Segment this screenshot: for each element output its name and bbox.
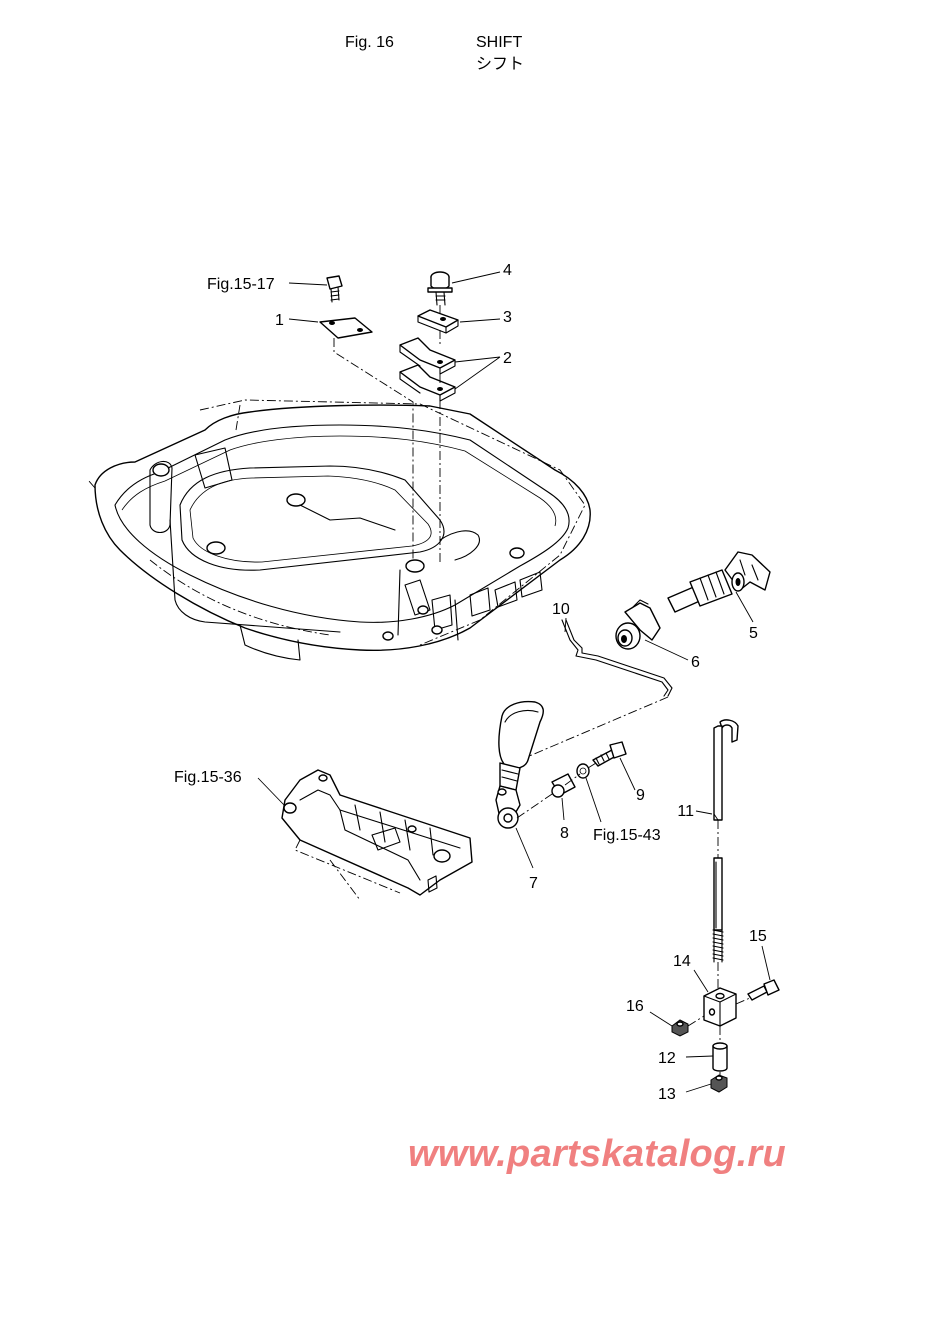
callout-6: 6 bbox=[691, 654, 700, 671]
part-2-plates bbox=[399, 337, 456, 402]
part-11-shift-rod bbox=[712, 719, 739, 963]
figure-number: Fig. 16 bbox=[345, 34, 394, 51]
callout-1: 1 bbox=[275, 312, 284, 329]
washer bbox=[576, 763, 590, 779]
part-6-bracket bbox=[615, 599, 661, 650]
title-japanese: シフト bbox=[476, 54, 525, 73]
leader-lines bbox=[257, 271, 771, 1093]
part-9-bolt bbox=[592, 741, 627, 767]
control-bracket bbox=[281, 769, 473, 901]
part-13-nut bbox=[710, 1074, 728, 1093]
ref-fig-15-17: Fig.15-17 bbox=[207, 276, 275, 293]
callout-9: 9 bbox=[636, 787, 645, 804]
part-3-clip bbox=[417, 309, 459, 334]
fig-15-17-screw bbox=[326, 275, 343, 303]
callout-2: 2 bbox=[503, 350, 512, 367]
part-5-shift-assembly bbox=[667, 551, 771, 613]
part-16-nut bbox=[671, 1019, 689, 1037]
part-7-shift-lever bbox=[495, 700, 544, 829]
callout-3: 3 bbox=[503, 309, 512, 326]
callout-11: 11 bbox=[677, 803, 694, 820]
ref-fig-15-43: Fig.15-43 bbox=[593, 827, 661, 844]
callout-labels: Fig.15-17 1 2 3 4 5 6 10 Fig.15-36 7 8 9… bbox=[174, 262, 767, 1103]
callout-12: 12 bbox=[658, 1050, 676, 1067]
part-14-connector bbox=[703, 987, 737, 1027]
callout-7: 7 bbox=[529, 875, 538, 892]
callout-14: 14 bbox=[673, 953, 691, 970]
callout-5: 5 bbox=[749, 625, 758, 642]
part-15-screw bbox=[747, 979, 780, 1001]
part-8-collar bbox=[551, 773, 576, 798]
callout-16: 16 bbox=[626, 998, 644, 1015]
callout-10: 10 bbox=[552, 601, 570, 618]
callout-8: 8 bbox=[560, 825, 569, 842]
ref-fig-15-36: Fig.15-36 bbox=[174, 769, 242, 786]
callout-13: 13 bbox=[658, 1086, 676, 1103]
watermark-text: www.partskatalog.ru bbox=[408, 1133, 787, 1175]
callout-4: 4 bbox=[503, 262, 512, 279]
bottom-cowling bbox=[87, 399, 591, 661]
part-10-link-rod bbox=[561, 619, 673, 697]
callout-15: 15 bbox=[749, 928, 767, 945]
part-4-bolt bbox=[427, 271, 453, 306]
title-english: SHIFT bbox=[476, 34, 523, 51]
part-12-spacer bbox=[712, 1042, 728, 1072]
part-1-plate bbox=[319, 317, 373, 339]
